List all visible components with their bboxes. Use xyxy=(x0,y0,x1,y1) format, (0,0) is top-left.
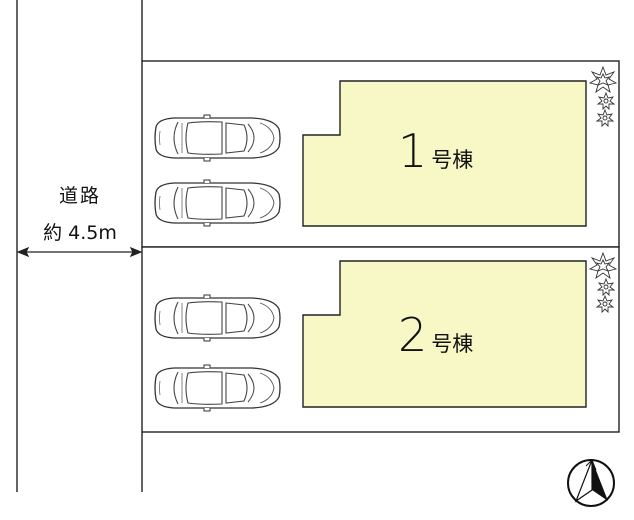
building-number: 2 xyxy=(398,308,428,362)
building-2-footprint xyxy=(302,260,587,408)
road-name-label: 道路 xyxy=(58,185,101,207)
car-top-view-icon xyxy=(154,294,281,342)
car-top-view-icon xyxy=(154,179,281,227)
car-top-view-icon xyxy=(154,364,281,412)
building-suffix: 号棟 xyxy=(431,332,474,356)
building-suffix: 号棟 xyxy=(431,148,474,172)
car-top-view-icon xyxy=(154,114,281,162)
building-1-footprint xyxy=(302,80,587,227)
road-width-label: 約 4.5m xyxy=(43,222,117,244)
building-number: 1 xyxy=(398,124,428,178)
road-width-arrow xyxy=(16,246,143,258)
north-arrow-icon xyxy=(567,459,615,507)
